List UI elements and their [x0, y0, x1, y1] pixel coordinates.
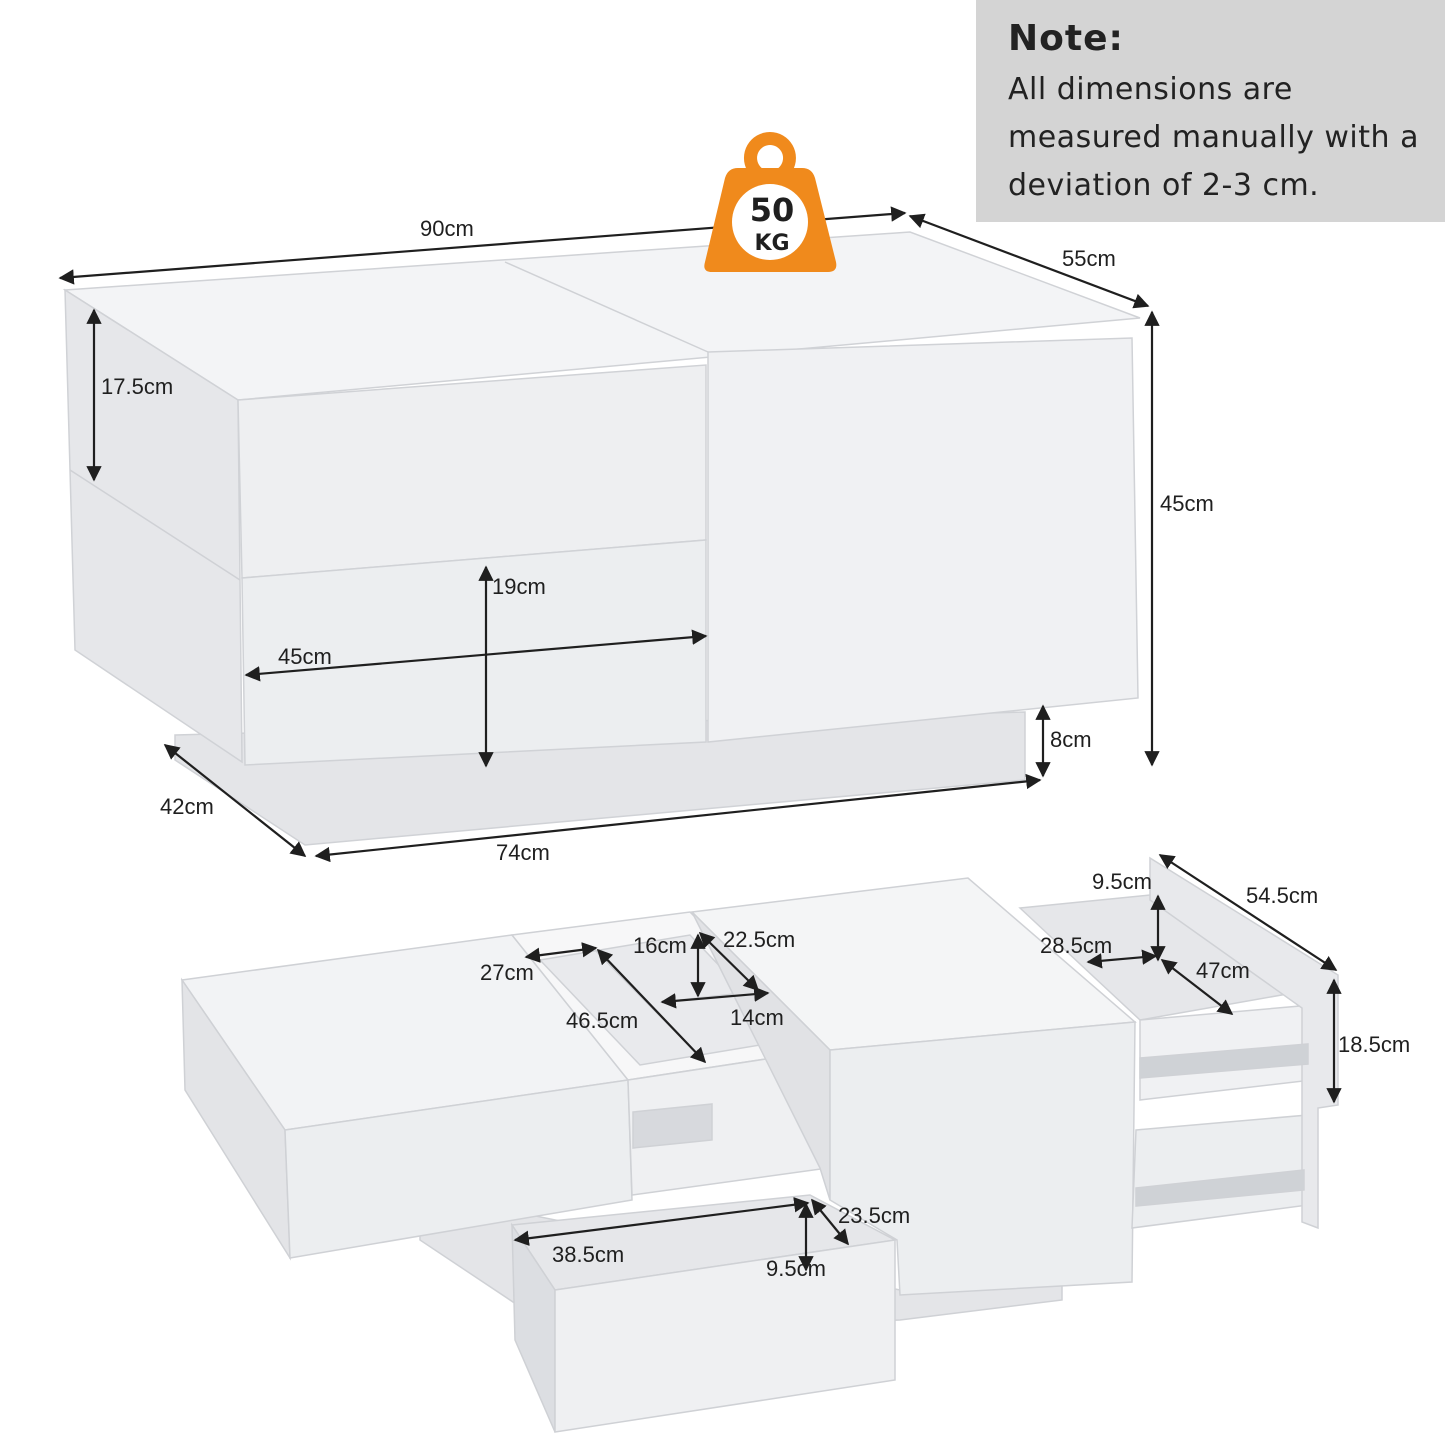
top-dimension-labels: 90cm 55cm 45cm 17.5cm 19cm 45cm 8cm 42cm… [101, 216, 1214, 865]
front-drawer-front [554, 1239, 896, 1433]
front-right-panel [707, 337, 1139, 743]
label-small-box-depth: 14cm [730, 1005, 784, 1030]
label-length: 90cm [420, 216, 474, 241]
label-base-length: 74cm [496, 840, 550, 865]
label-compartment-length: 46.5cm [566, 1008, 638, 1033]
open-dimension-labels: 27cm 16cm 22.5cm 46.5cm 14cm 23.5cm 38.5… [480, 869, 1410, 1281]
label-height: 45cm [1160, 491, 1214, 516]
label-left-compartment-depth: 27cm [480, 960, 534, 985]
left-compartment-rail [632, 1103, 713, 1149]
open-dimension-lines [513, 854, 1342, 1272]
label-small-box-length: 22.5cm [723, 927, 795, 952]
label-base-height: 8cm [1050, 727, 1092, 752]
assembled-table [62, 231, 1141, 846]
label-small-box-width: 16cm [633, 933, 687, 958]
weight-value: 50 [750, 191, 795, 229]
label-right-side-height: 18.5cm [1338, 1032, 1410, 1057]
label-front-drawer-width: 45cm [278, 644, 332, 669]
label-depth: 55cm [1062, 246, 1116, 271]
label-top-drawer-height: 17.5cm [101, 374, 173, 399]
label-front-drawer-depth: 9.5cm [766, 1256, 826, 1281]
right-lower-drawer-front [1131, 1114, 1309, 1229]
label-front-drawer-height: 19cm [492, 574, 546, 599]
label-front-drawer-height: 23.5cm [838, 1203, 910, 1228]
note-panel: Note: All dimensions are measured manual… [976, 0, 1445, 222]
weight-unit: KG [754, 231, 789, 256]
label-right-drawer-depth: 9.5cm [1092, 869, 1152, 894]
weight-badge-icon: 50 KG [704, 132, 837, 272]
label-right-drawer-length: 47cm [1196, 958, 1250, 983]
right-lower-rail [1135, 1169, 1305, 1207]
label-base-depth: 42cm [160, 794, 214, 819]
label-right-drawer-width: 28.5cm [1040, 933, 1112, 958]
note-title: Note: [1008, 18, 1124, 59]
right-upper-rail [1139, 1043, 1309, 1079]
label-front-drawer-width: 38.5cm [552, 1242, 624, 1267]
note-body: All dimensions are measured manually wit… [1008, 72, 1419, 203]
label-right-side-length: 54.5cm [1246, 883, 1318, 908]
